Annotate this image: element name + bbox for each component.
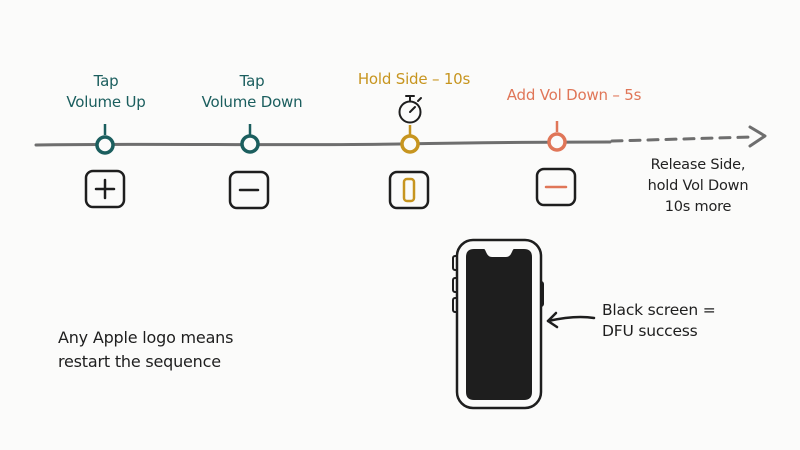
step-2-node (240, 134, 260, 154)
step-2-label: Tap Volume Down (201, 72, 303, 111)
step-4-node (547, 132, 567, 152)
release-note: Release Side, hold Vol Down 10s more (647, 157, 749, 215)
curved-arrow-icon (546, 311, 596, 329)
stopwatch-icon (398, 95, 422, 124)
step-4-label: Add Vol Down – 5s (506, 86, 642, 104)
timeline-line (34, 140, 612, 147)
timeline-dashed-extension (610, 135, 754, 143)
plus-icon (94, 178, 116, 200)
step-3-label: Hold Side – 10s (357, 70, 471, 88)
step-1-label: Tap Volume Up (66, 72, 146, 111)
step-3-icon-box (388, 170, 430, 210)
step-1-node (95, 135, 115, 155)
side-button-icon (402, 177, 416, 203)
timeline-arrowhead (748, 125, 767, 148)
iphone-icon (452, 238, 544, 410)
dfu-success-note: Black screen = DFU success (602, 301, 716, 340)
step-3-node (400, 134, 420, 154)
restart-note: Any Apple logo means restart the sequenc… (58, 328, 234, 371)
